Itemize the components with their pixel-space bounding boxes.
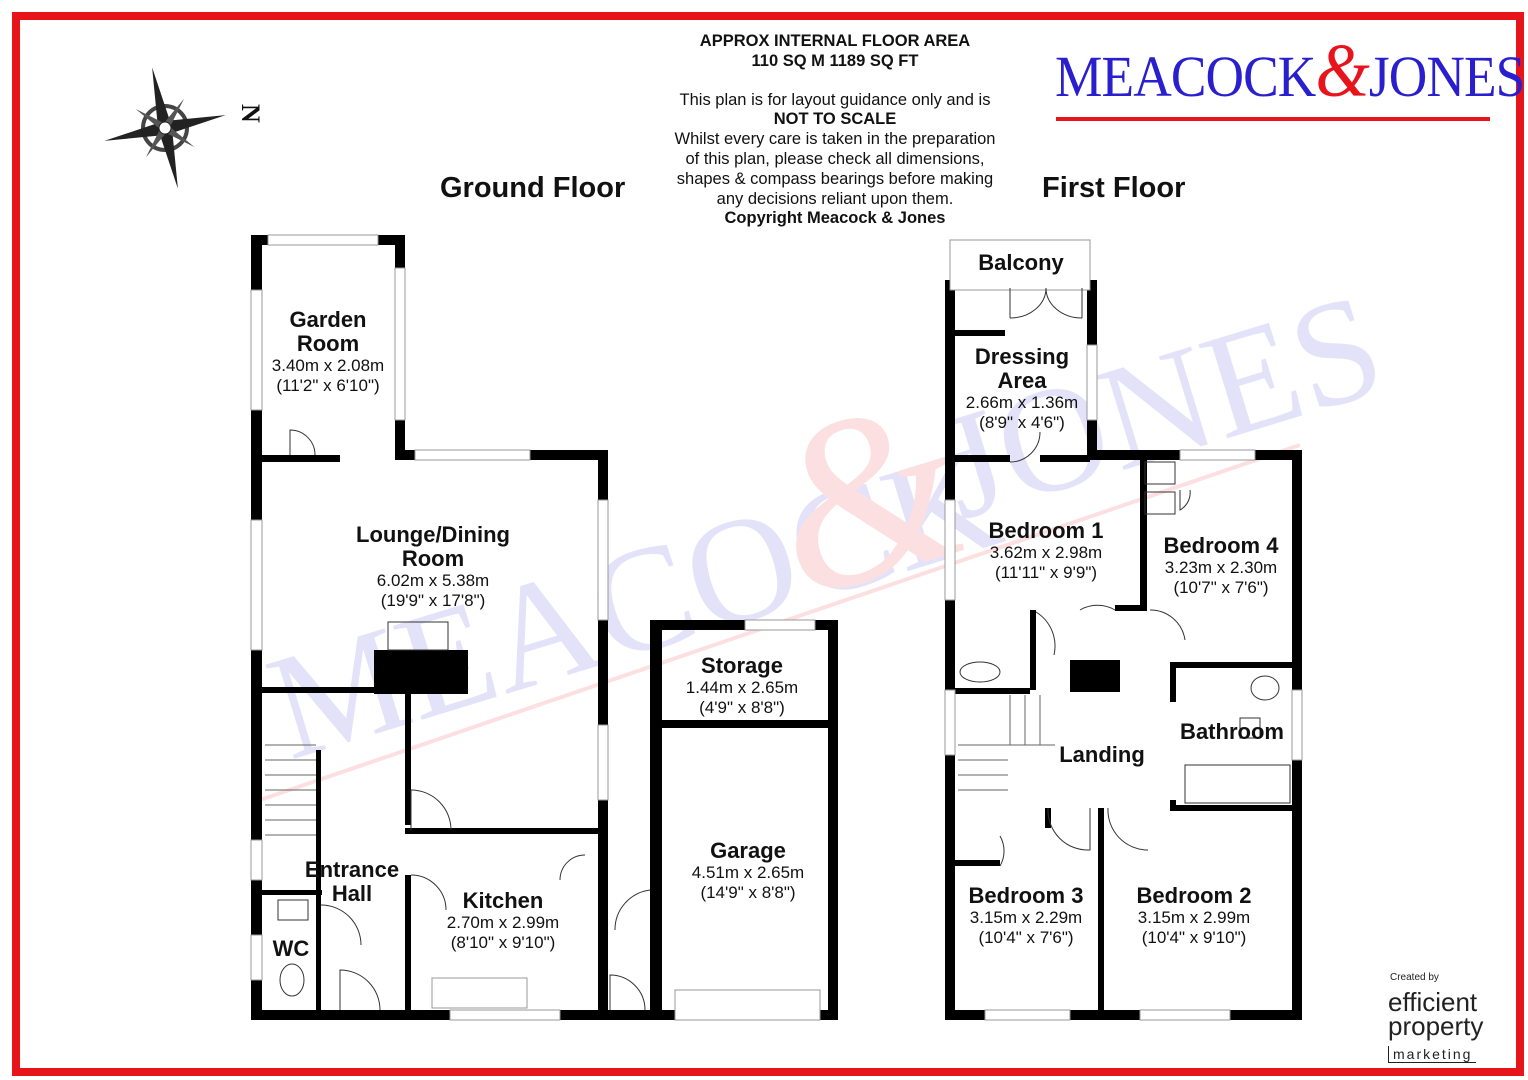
not-to-scale: NOT TO SCALE <box>773 110 897 129</box>
room-storage: Storage 1.44m x 2.65m(4'9" x 8'8") <box>685 653 799 718</box>
meacock-jones-logo: MEACOCK&JONES <box>1055 29 1525 113</box>
logo-underline <box>1056 117 1490 121</box>
area-value: 110 SQ M 1189 SQ FT <box>751 51 919 70</box>
page-border <box>12 12 1524 1076</box>
disclaimer-line: This plan is for layout guidance only an… <box>679 90 991 109</box>
disclaimer-line: Whilst every care is taken in the prepar… <box>674 130 996 149</box>
ground-floor-title: Ground Floor <box>440 172 626 204</box>
floor-area-disclaimer: APPROX INTERNAL FLOOR AREA 110 SQ M 1189… <box>640 32 1030 229</box>
disclaimer-line: any decisions reliant upon them. <box>716 189 954 208</box>
first-floor-title: First Floor <box>1042 172 1186 204</box>
ground-floor-windows <box>250 234 821 1021</box>
room-bedroom-4: Bedroom 4 3.23m x 2.30m(10'7" x 7'6") <box>1163 533 1279 598</box>
first-floor-windows <box>944 239 1303 1021</box>
copyright: Copyright Meacock & Jones <box>724 209 946 228</box>
ground-floor-doors <box>265 429 651 1011</box>
area-title: APPROX INTERNAL FLOOR AREA <box>699 32 971 50</box>
compass-north-label: N <box>236 104 265 123</box>
first-floor-doors <box>958 287 1291 867</box>
disclaimer-line: of this plan, please check all dimension… <box>685 149 985 168</box>
room-wc: WC <box>272 936 310 961</box>
disclaimer-line: shapes & compass bearings before making <box>676 169 994 188</box>
room-bedroom-3: Bedroom 3 3.15m x 2.29m(10'4" x 7'6") <box>968 883 1084 948</box>
created-by-label: Created by <box>1390 972 1439 983</box>
room-kitchen: Kitchen 2.70m x 2.99m(8'10" x 9'10") <box>446 888 560 953</box>
room-bedroom-2: Bedroom 2 3.15m x 2.99m(10'4" x 9'10") <box>1136 883 1252 948</box>
room-balcony: Balcony <box>978 250 1064 275</box>
room-bathroom: Bathroom <box>1180 719 1284 744</box>
room-landing: Landing <box>1059 742 1145 767</box>
room-garage: Garage 4.51m x 2.65m(14'9" x 8'8") <box>691 838 805 903</box>
room-bedroom-1: Bedroom 1 3.62m x 2.98m(11'11" x 9'9") <box>988 518 1104 583</box>
